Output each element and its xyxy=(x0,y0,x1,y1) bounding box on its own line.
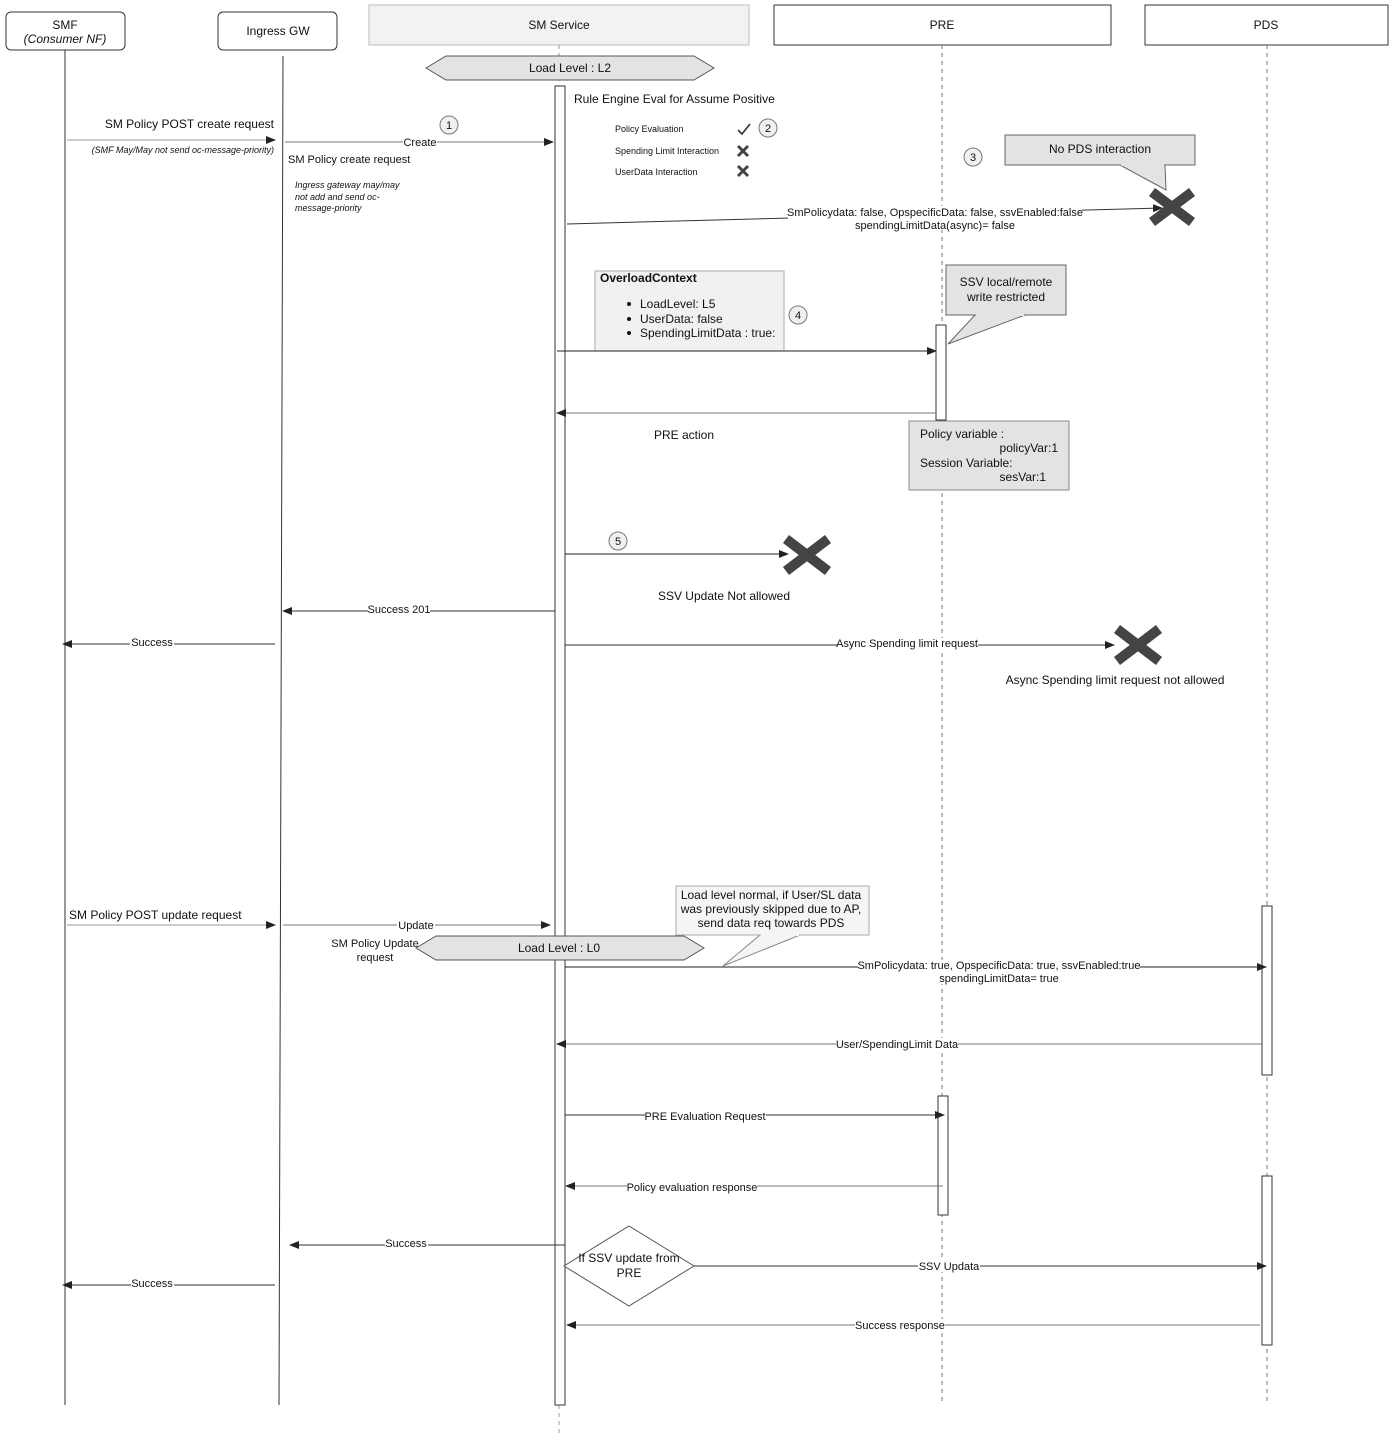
igw-note-line-3: message-priority xyxy=(295,203,362,213)
policy-var-label: Policy variable : xyxy=(920,427,1004,441)
create-request-note: (SMF May/May not send oc-message-priorit… xyxy=(92,145,274,155)
no-pds-label: No PDS interaction xyxy=(1049,142,1151,156)
policy-variable-box: Policy variable : policyVar:1 Session Va… xyxy=(908,420,1070,491)
step-4-number: 4 xyxy=(795,310,801,322)
participant-ingress-gw: Ingress GW xyxy=(217,11,338,51)
ssv-not-allowed-label: SSV Update Not allowed xyxy=(658,589,790,603)
load-normal-line-3: send data req towards PDS xyxy=(698,916,845,930)
load-level-l0-label: Load Level : L0 xyxy=(518,941,600,955)
check-icon xyxy=(737,123,751,136)
cross-ssv-icon xyxy=(782,535,832,575)
participant-smf-subtitle: (Consumer NF) xyxy=(24,32,107,46)
cross-pds-icon xyxy=(1149,188,1195,226)
async-spending-label: Async Spending limit request xyxy=(836,638,978,650)
policy-var-value: policyVar:1 xyxy=(1000,441,1059,455)
step-2: 2 xyxy=(758,118,778,138)
create-request-label: SM Policy POST create request xyxy=(105,117,275,131)
step-1: 1 xyxy=(439,115,459,135)
success-smf-2-label: Success xyxy=(131,1278,173,1290)
userdata-label: UserData Interaction xyxy=(615,167,698,177)
session-var-label: Session Variable: xyxy=(920,456,1013,470)
participant-pds-name: PDS xyxy=(1254,18,1279,32)
participant-smf-name: SMF xyxy=(52,18,77,32)
participant-pds: PDS xyxy=(1144,4,1389,46)
sm-policy-update-line-1: SM Policy Update xyxy=(331,938,418,950)
rule-engine-title: Rule Engine Eval for Assume Positive xyxy=(574,92,775,106)
update-request-label: SM Policy POST update request xyxy=(69,908,242,922)
policy-eval-response-label: Policy evaluation response xyxy=(627,1182,758,1194)
cross-spending-icon xyxy=(736,144,750,158)
session-var-value: sesVar:1 xyxy=(1000,470,1047,484)
lifeline-ingress-gw xyxy=(278,55,284,1406)
step-3: 3 xyxy=(963,147,983,167)
ssv-updata-label: SSV Updata xyxy=(919,1261,980,1273)
ssv-decision-line-2: PRE xyxy=(617,1266,642,1280)
participant-igw-name: Ingress GW xyxy=(246,24,310,38)
load-level-l2: Load Level : L2 xyxy=(425,55,715,81)
pds-call-line-1: SmPolicydata: false, OpspecificData: fal… xyxy=(787,207,1083,219)
load-level-l0: Load Level : L0 xyxy=(415,935,705,961)
pre-eval-request-label: PRE Evaluation Request xyxy=(644,1111,765,1123)
step-4: 4 xyxy=(788,305,808,325)
overload-item-3: SpendingLimitData : true: xyxy=(640,326,775,340)
step-5: 5 xyxy=(608,531,628,551)
activation-pds-1 xyxy=(1261,905,1273,1076)
participant-pre-name: PRE xyxy=(930,18,955,32)
ssv-restricted-line-2: write restricted xyxy=(966,290,1045,304)
success-201-label: Success 201 xyxy=(368,604,431,616)
pds-call2-line-1: SmPolicydata: true, OpspecificData: true… xyxy=(857,960,1140,972)
spending-limit-label: Spending Limit Interaction xyxy=(615,146,719,156)
load-level-l2-label: Load Level : L2 xyxy=(529,61,611,75)
participant-sm-name: SM Service xyxy=(528,18,590,32)
load-normal-line-1: Load level normal, if User/SL data xyxy=(681,888,862,902)
sm-policy-create-label: SM Policy create request xyxy=(288,154,410,166)
overload-item-1: LoadLevel: L5 xyxy=(640,297,716,311)
success-smf-label: Success xyxy=(131,637,173,649)
cross-async-icon xyxy=(1113,625,1163,665)
activation-pre-2 xyxy=(937,1095,949,1216)
step-2-number: 2 xyxy=(765,123,771,135)
policy-evaluation-label: Policy Evaluation xyxy=(615,124,684,134)
pre-action-label: PRE action xyxy=(654,428,714,442)
cross-userdata-icon xyxy=(736,164,750,178)
update-label: Update xyxy=(398,920,433,932)
participant-pre: PRE xyxy=(773,4,1112,46)
no-pds-callout: No PDS interaction xyxy=(1004,134,1196,191)
async-not-allowed-label: Async Spending limit request not allowed xyxy=(1006,673,1225,687)
step-1-number: 1 xyxy=(446,120,452,132)
igw-note-line-2: not add and send oc- xyxy=(295,192,380,202)
step-5-number: 5 xyxy=(615,536,621,548)
sm-policy-update-line-2: request xyxy=(357,952,394,964)
success-igw-label: Success xyxy=(385,1238,427,1250)
ssv-restricted-line-1: SSV local/remote xyxy=(960,275,1053,289)
ssv-decision-line-1: If SSV update from xyxy=(578,1251,679,1265)
pds-call-line-2: spendingLimitData(async)= false xyxy=(855,220,1015,232)
overload-title: OverloadContext xyxy=(600,271,697,285)
ssv-restricted-callout: SSV local/remote write restricted xyxy=(945,264,1067,345)
activation-sm-service xyxy=(554,85,566,1406)
success-response-label: Success response xyxy=(855,1320,945,1332)
user-spending-label: User/SpendingLimit Data xyxy=(836,1039,959,1051)
ssv-decision-diamond: If SSV update from PRE xyxy=(563,1225,695,1307)
participant-sm-service: SM Service xyxy=(368,4,750,46)
participant-smf: SMF (Consumer NF) xyxy=(5,11,126,51)
create-label: Create xyxy=(403,137,436,149)
activation-pre-1 xyxy=(935,324,947,421)
step-3-number: 3 xyxy=(970,152,976,164)
igw-note-line-1: Ingress gateway may/may xyxy=(295,180,400,190)
load-normal-callout: Load level normal, if User/SL data was p… xyxy=(675,885,870,967)
overload-item-2: UserData: false xyxy=(640,312,723,326)
activation-pds-2 xyxy=(1261,1175,1273,1346)
overload-context-box: OverloadContext LoadLevel: L5 UserData: … xyxy=(594,270,785,352)
load-normal-line-2: was previously skipped due to AP, xyxy=(680,902,862,916)
pds-call2-line-2: spendingLimitData= true xyxy=(939,973,1059,985)
